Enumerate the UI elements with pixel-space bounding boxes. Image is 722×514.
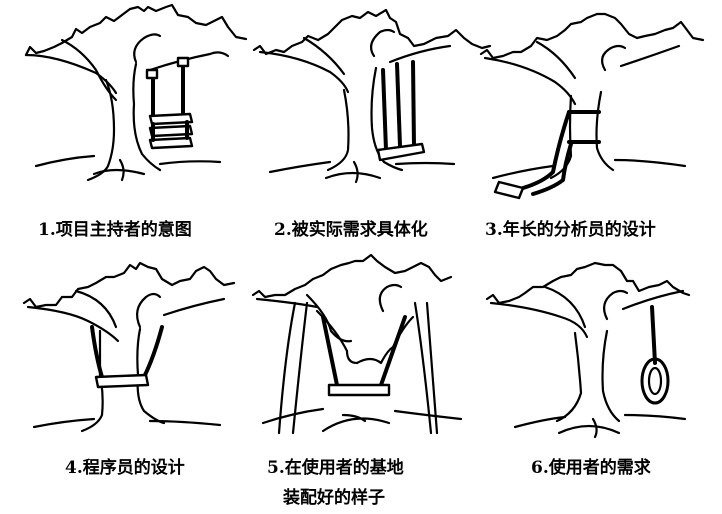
tree-swing-drawing-4 — [22, 261, 236, 433]
panel-2-caption: 2.被实际需求具体化 — [274, 220, 428, 240]
tree-swing-drawing-5 — [251, 253, 463, 435]
panel-5-caption-line-2: 装配好的样子 — [283, 488, 385, 508]
tree-swing-drawing-2 — [252, 8, 492, 184]
panel-3-caption: 3.年长的分析员的设计 — [485, 220, 656, 240]
panel-2: 2.被实际需求具体化 — [240, 0, 492, 240]
tree-swing-drawing-1 — [24, 3, 248, 182]
panel-6: 6.使用者的需求 — [475, 255, 722, 478]
tree-swing-drawing-6 — [485, 261, 691, 439]
panel-4: 4.程序员的设计 — [0, 255, 245, 478]
panel-4-caption: 4.程序员的设计 — [65, 458, 185, 478]
panel-5-caption-line-1: 5.在使用者的基地 — [267, 458, 404, 478]
panel-1: 1.项目主持者的意图 — [0, 0, 248, 240]
panel-5: 5.在使用者的基地 装配好的样子 — [245, 253, 475, 508]
panel-6-caption: 6.使用者的需求 — [531, 458, 651, 478]
panel-1-caption: 1.项目主持者的意图 — [38, 220, 192, 240]
tree-swing-drawing-3 — [479, 12, 705, 200]
panel-3: 3.年长的分析员的设计 — [475, 0, 722, 240]
